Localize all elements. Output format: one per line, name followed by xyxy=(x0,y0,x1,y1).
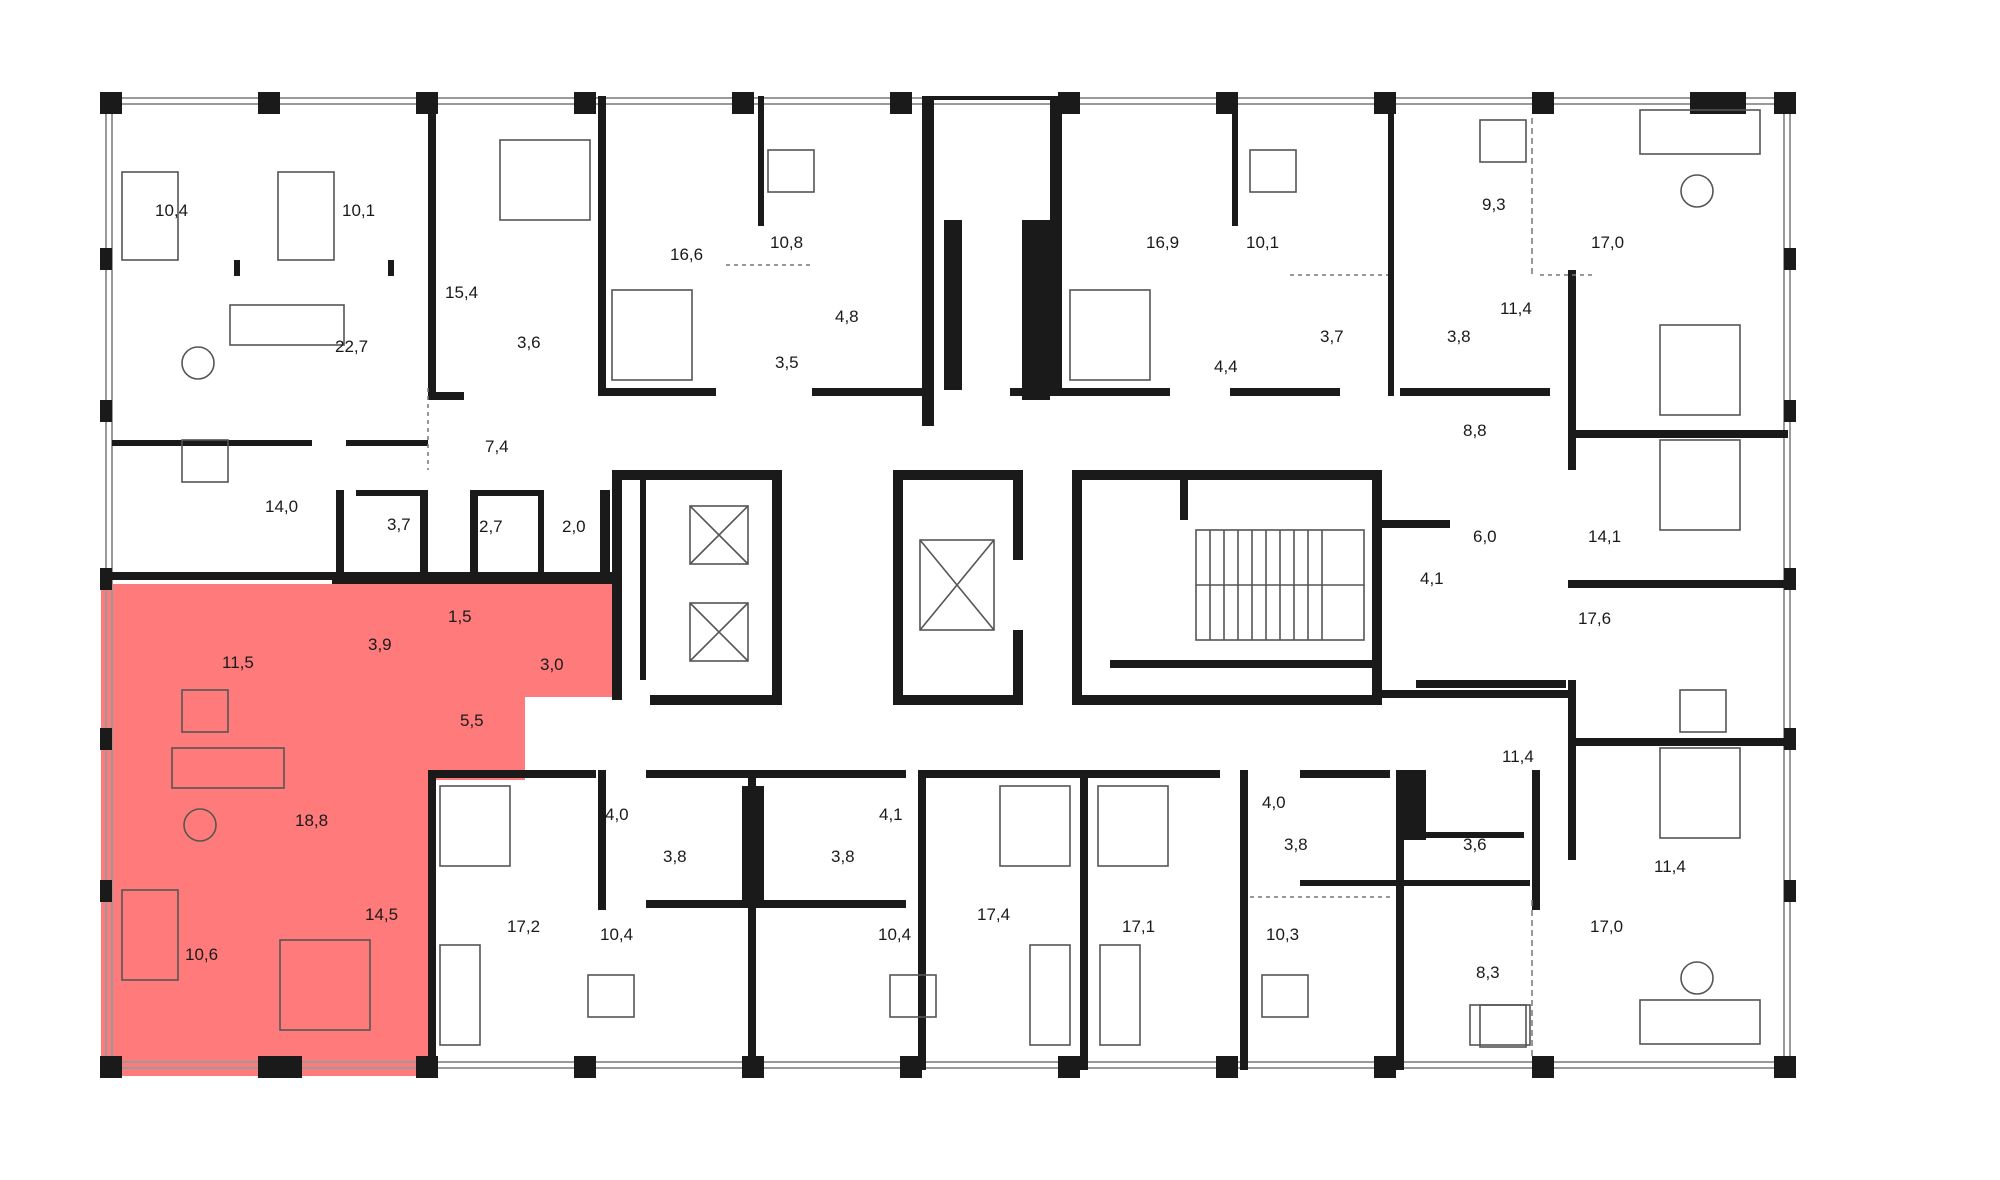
area-label: 16,9 xyxy=(1146,233,1179,252)
area-label: 3,7 xyxy=(387,515,411,534)
area-label: 17,0 xyxy=(1591,233,1624,252)
highlighted-apartment[interactable] xyxy=(101,584,612,1076)
area-label: 11,4 xyxy=(1500,299,1532,318)
area-label: 4,0 xyxy=(1262,793,1286,812)
area-label-living: 18,8 xyxy=(295,811,328,830)
area-label: 17,6 xyxy=(1578,609,1611,628)
area-label-laundry: 3,0 xyxy=(540,655,564,674)
area-label: 4,4 xyxy=(1214,357,1238,376)
area-label: 2,0 xyxy=(562,517,586,536)
area-label-hall: 5,5 xyxy=(460,711,484,730)
area-label: 10,4 xyxy=(878,925,911,944)
area-label: 8,8 xyxy=(1463,421,1487,440)
area-label: 4,1 xyxy=(879,805,903,824)
walls xyxy=(112,96,1788,1070)
area-label: 10,1 xyxy=(342,201,375,220)
area-label-bed-small: 10,6 xyxy=(185,945,218,964)
dashed-lines xyxy=(427,118,1596,1056)
area-label: 4,8 xyxy=(835,307,859,326)
area-label: 17,0 xyxy=(1590,917,1623,936)
area-label: 15,4 xyxy=(445,283,478,302)
area-label: 3,8 xyxy=(1284,835,1308,854)
area-label: 10,4 xyxy=(600,925,633,944)
area-label: 17,1 xyxy=(1122,917,1155,936)
area-label: 10,4 xyxy=(155,201,188,220)
area-label: 4,1 xyxy=(1420,569,1444,588)
furniture xyxy=(121,109,1761,1048)
area-label: 22,7 xyxy=(335,337,368,356)
area-label: 3,5 xyxy=(775,353,799,372)
area-label: 10,3 xyxy=(1266,925,1299,944)
area-label-bath: 3,9 xyxy=(368,635,392,654)
area-label: 9,3 xyxy=(1482,195,1506,214)
area-label: 10,1 xyxy=(1246,233,1279,252)
area-label: 2,7 xyxy=(479,517,503,536)
area-label: 7,4 xyxy=(485,437,509,456)
area-label-kitchen: 11,5 xyxy=(222,653,254,672)
area-label: 16,6 xyxy=(670,245,703,264)
area-label: 3,8 xyxy=(1447,327,1471,346)
room-labels: 10,4 10,1 15,4 16,6 10,8 16,9 10,1 9,3 1… xyxy=(155,195,1686,982)
area-label: 10,8 xyxy=(770,233,803,252)
area-label: 3,6 xyxy=(517,333,541,352)
area-label: 8,3 xyxy=(1476,963,1500,982)
area-label: 17,4 xyxy=(977,905,1010,924)
area-label: 14,0 xyxy=(265,497,298,516)
area-label-bed-main: 14,5 xyxy=(365,905,398,924)
area-label: 3,7 xyxy=(1320,327,1344,346)
area-label: 6,0 xyxy=(1473,527,1497,546)
area-label: 11,4 xyxy=(1654,857,1686,876)
area-label: 3,8 xyxy=(663,847,687,866)
area-label: 17,2 xyxy=(507,917,540,936)
area-label: 14,1 xyxy=(1588,527,1621,546)
area-label: 3,6 xyxy=(1463,835,1487,854)
area-label: 3,8 xyxy=(831,847,855,866)
area-label: 11,4 xyxy=(1502,747,1534,766)
area-label: 4,0 xyxy=(605,805,629,824)
area-label-wc: 1,5 xyxy=(448,607,472,626)
highlight-labels: 11,5 3,9 1,5 3,0 5,5 18,8 10,6 14,5 xyxy=(185,607,564,964)
